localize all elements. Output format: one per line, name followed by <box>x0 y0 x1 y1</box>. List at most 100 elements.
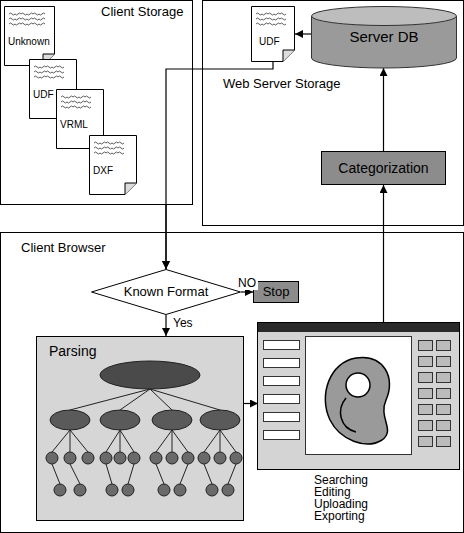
browser-panel: Known Format StopParsingSearching Editing… <box>0 232 464 533</box>
app-window <box>258 323 460 470</box>
node-label: Web Server Storage <box>223 77 341 92</box>
input-field <box>264 395 300 404</box>
tree-leaf <box>100 452 112 464</box>
tree-leaf <box>230 452 242 464</box>
page-outline <box>5 7 55 66</box>
node-label: Client Browser <box>21 241 106 256</box>
tool-button <box>419 405 433 415</box>
parsing-box: Parsing <box>36 336 244 521</box>
tree-link <box>70 389 220 410</box>
tree-leaves <box>46 452 242 496</box>
tool-button <box>419 389 433 399</box>
window-frame <box>258 323 460 470</box>
tree-leaf <box>150 452 162 464</box>
text-scribble <box>61 101 91 103</box>
cylinder-top <box>312 7 457 26</box>
connector-arrow <box>165 315 166 336</box>
connector-arrow <box>383 185 384 323</box>
tree-root <box>100 361 200 389</box>
tree-branch <box>100 410 140 430</box>
tool-button <box>437 389 451 399</box>
page-outline <box>252 7 295 62</box>
input-field <box>264 431 300 440</box>
tree-leaf <box>46 452 58 464</box>
view-canvas <box>306 337 412 455</box>
button-grid <box>419 341 451 447</box>
tree-leaf <box>214 452 226 464</box>
tree-leaf <box>182 452 194 464</box>
storage-panel: UnknownUDF VRMLDXF Client Storage <box>0 0 193 205</box>
text-scribble <box>34 66 64 68</box>
file-icon: DXF <box>89 135 137 195</box>
input-field <box>264 341 300 350</box>
node-label: UDF <box>33 89 54 101</box>
page-fold <box>125 183 137 195</box>
tree-branch <box>50 410 90 430</box>
tree-leaf <box>74 484 86 496</box>
tree-leaf <box>206 484 218 496</box>
tree-leaf <box>166 452 178 464</box>
diamond-outline <box>92 270 241 315</box>
node-label: Stop <box>263 285 290 300</box>
node-label: Parsing <box>49 343 96 359</box>
input-field <box>264 359 300 368</box>
node-label: Client Storage <box>101 5 183 20</box>
tool-button <box>437 437 451 447</box>
server-panel: UDF Server DB Categorization Web Server Sto… <box>202 0 464 226</box>
edge-label: NO <box>236 277 258 290</box>
node-label: Unknown <box>8 36 50 48</box>
node-label: Known Format <box>124 285 209 300</box>
tree-leaf <box>122 484 134 496</box>
connector-arrow <box>295 33 311 34</box>
tree-link <box>52 464 236 484</box>
file-icon: UDF <box>251 6 295 62</box>
text-scribble <box>256 13 286 15</box>
tree-links <box>52 389 236 484</box>
text-scribble <box>256 18 286 20</box>
connector-arrow <box>383 68 384 151</box>
text-scribble <box>61 96 91 98</box>
tree-branch <box>200 410 240 430</box>
text-scribble <box>61 106 91 108</box>
tree-leaf <box>158 484 170 496</box>
node-label: Searching Editing Uploading Exporting <box>314 474 368 522</box>
text-scribble <box>9 13 45 15</box>
text-scribble <box>94 152 124 154</box>
tree-leaf <box>64 452 76 464</box>
parse-tree <box>46 361 242 496</box>
tree-leaf <box>198 452 210 464</box>
window-titlebar <box>258 323 459 332</box>
page-outline <box>90 136 137 195</box>
node-label: Categorization <box>338 160 428 176</box>
tree-leaf <box>82 452 94 464</box>
connector-arrow <box>241 291 253 292</box>
field-column <box>264 341 300 440</box>
tree-leaf <box>174 484 186 496</box>
tool-button <box>419 357 433 367</box>
tool-button <box>437 421 451 431</box>
connector-arrow <box>165 205 166 269</box>
database-cylinder: Server DB <box>311 6 457 68</box>
decision-diamond: Known Format <box>91 269 241 315</box>
text-scribble <box>34 71 64 73</box>
process-box: Categorization <box>321 151 446 185</box>
tree-leaf <box>114 452 126 464</box>
edge-label-holder: Yes <box>171 317 195 330</box>
tool-button <box>419 373 433 383</box>
tool-button <box>419 421 433 431</box>
connector-arrow <box>244 403 258 404</box>
node-label: VRML <box>60 119 88 131</box>
text-scribble <box>94 147 124 149</box>
stop-box: Stop <box>253 281 299 303</box>
text-scribble <box>34 76 64 78</box>
file-icon: Unknown <box>4 6 55 66</box>
page-fold <box>283 50 295 62</box>
text-scribble <box>9 23 45 25</box>
tool-button <box>437 373 451 383</box>
tool-button <box>419 437 433 447</box>
model-shape <box>325 358 389 444</box>
tool-button <box>437 341 451 351</box>
